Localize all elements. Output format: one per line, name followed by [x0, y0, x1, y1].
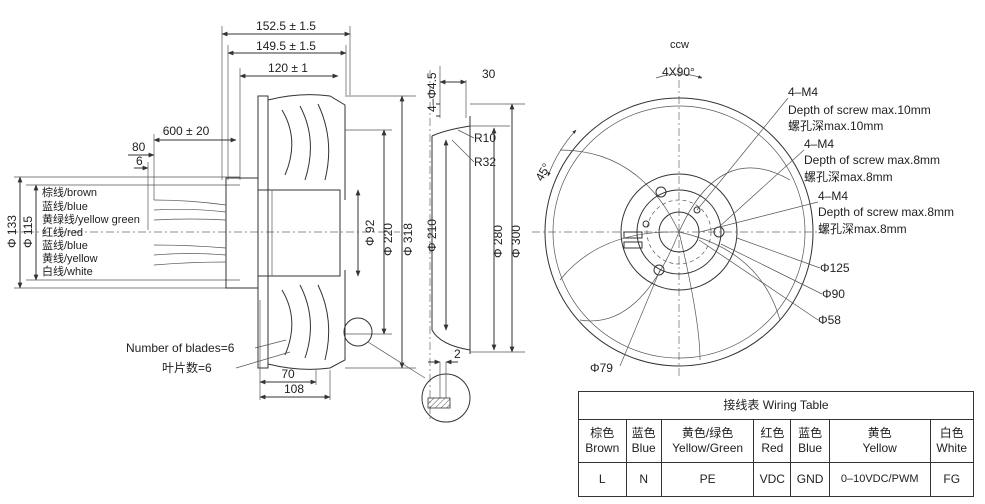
wiring-cell: FG — [929, 461, 974, 498]
dim-115: Φ 115 — [21, 216, 35, 248]
dim-149: 149.5 ± 1.5 — [256, 39, 316, 53]
front-view: ccw 4X90° 45° 4–M4 Depth of screw max.10… — [532, 39, 954, 378]
screw-count: 4–M4 — [788, 85, 818, 99]
wire-label: 红线/red — [42, 225, 83, 239]
dim-30: 30 — [482, 67, 496, 81]
wire-label: 棕线/brown — [42, 185, 97, 199]
wiring-table-title: 接线表 Wiring Table — [578, 390, 974, 421]
inlet-ring-section: 30 4–Φ4.5 R10 R32 Φ 210 Φ 280 Φ 300 2 — [421, 66, 525, 423]
wire-label: 白线/white — [42, 264, 93, 278]
dim-70: 70 — [281, 367, 295, 381]
dim-210: Φ 210 — [425, 219, 439, 252]
dim-133: Φ 133 — [5, 215, 19, 248]
side-view: 152.5 ± 1.5 149.5 ± 1.5 120 ± 1 600 ± 20… — [5, 19, 426, 400]
label-4x90: 4X90° — [662, 65, 695, 79]
wire-label: 蓝线/blue — [42, 238, 88, 252]
dim-318: Φ 318 — [401, 223, 415, 256]
dim-r32: R32 — [474, 155, 496, 169]
screw-depth-cn: 螺孔深max.8mm — [818, 222, 907, 236]
wire-label: 黄线/yellow — [42, 251, 98, 265]
wiring-cell: PE — [660, 461, 755, 498]
dim-4-45: 4–Φ4.5 — [425, 72, 439, 112]
dim-phi90: Φ90 — [822, 287, 845, 301]
wire-label: 黄绿线/yellow green — [42, 212, 140, 226]
screw-depth-cn: 螺孔深max.10mm — [788, 119, 883, 133]
dim-108: 108 — [284, 382, 304, 396]
screw-count: 4–M4 — [804, 137, 834, 151]
label-45-degrees: 45° — [532, 161, 553, 184]
dim-r10: R10 — [474, 131, 496, 145]
wiring-cell: GND — [790, 461, 830, 498]
wiring-cell: VDC — [753, 461, 792, 498]
dim-152: 152.5 ± 1.5 — [256, 19, 316, 33]
dim-600: 600 ± 20 — [163, 124, 210, 138]
dim-80: 80 — [132, 140, 146, 154]
dim-phi125: Φ125 — [820, 261, 850, 275]
dim-120: 120 ± 1 — [268, 61, 308, 75]
screw-depth-cn: 螺孔深max.8mm — [804, 170, 893, 184]
wiring-cell: L — [578, 461, 627, 498]
screw-depth-en: Depth of screw max.8mm — [804, 153, 940, 167]
wiring-cell: 0–10VDC/PWM — [828, 461, 931, 498]
screw-count: 4–M4 — [818, 189, 848, 203]
screw-depth-en: Depth of screw max.8mm — [818, 205, 954, 219]
dim-220: Φ 220 — [381, 223, 395, 256]
dim-6: 6 — [136, 154, 143, 168]
dim-92: Φ 92 — [363, 219, 377, 246]
dim-phi58: Φ58 — [818, 313, 841, 327]
dim-phi79: Φ79 — [590, 361, 613, 375]
dim-2: 2 — [454, 347, 461, 361]
wire-label: 蓝线/blue — [42, 199, 88, 213]
screw-depth-en: Depth of screw max.10mm — [788, 103, 931, 117]
blades-label-cn: 叶片数=6 — [162, 360, 212, 375]
label-ccw: ccw — [670, 39, 689, 51]
dim-280: Φ 280 — [491, 225, 505, 258]
dim-300: Φ 300 — [509, 225, 523, 258]
wiring-cell: N — [625, 461, 662, 498]
blades-label-en: Number of blades=6 — [126, 341, 235, 355]
